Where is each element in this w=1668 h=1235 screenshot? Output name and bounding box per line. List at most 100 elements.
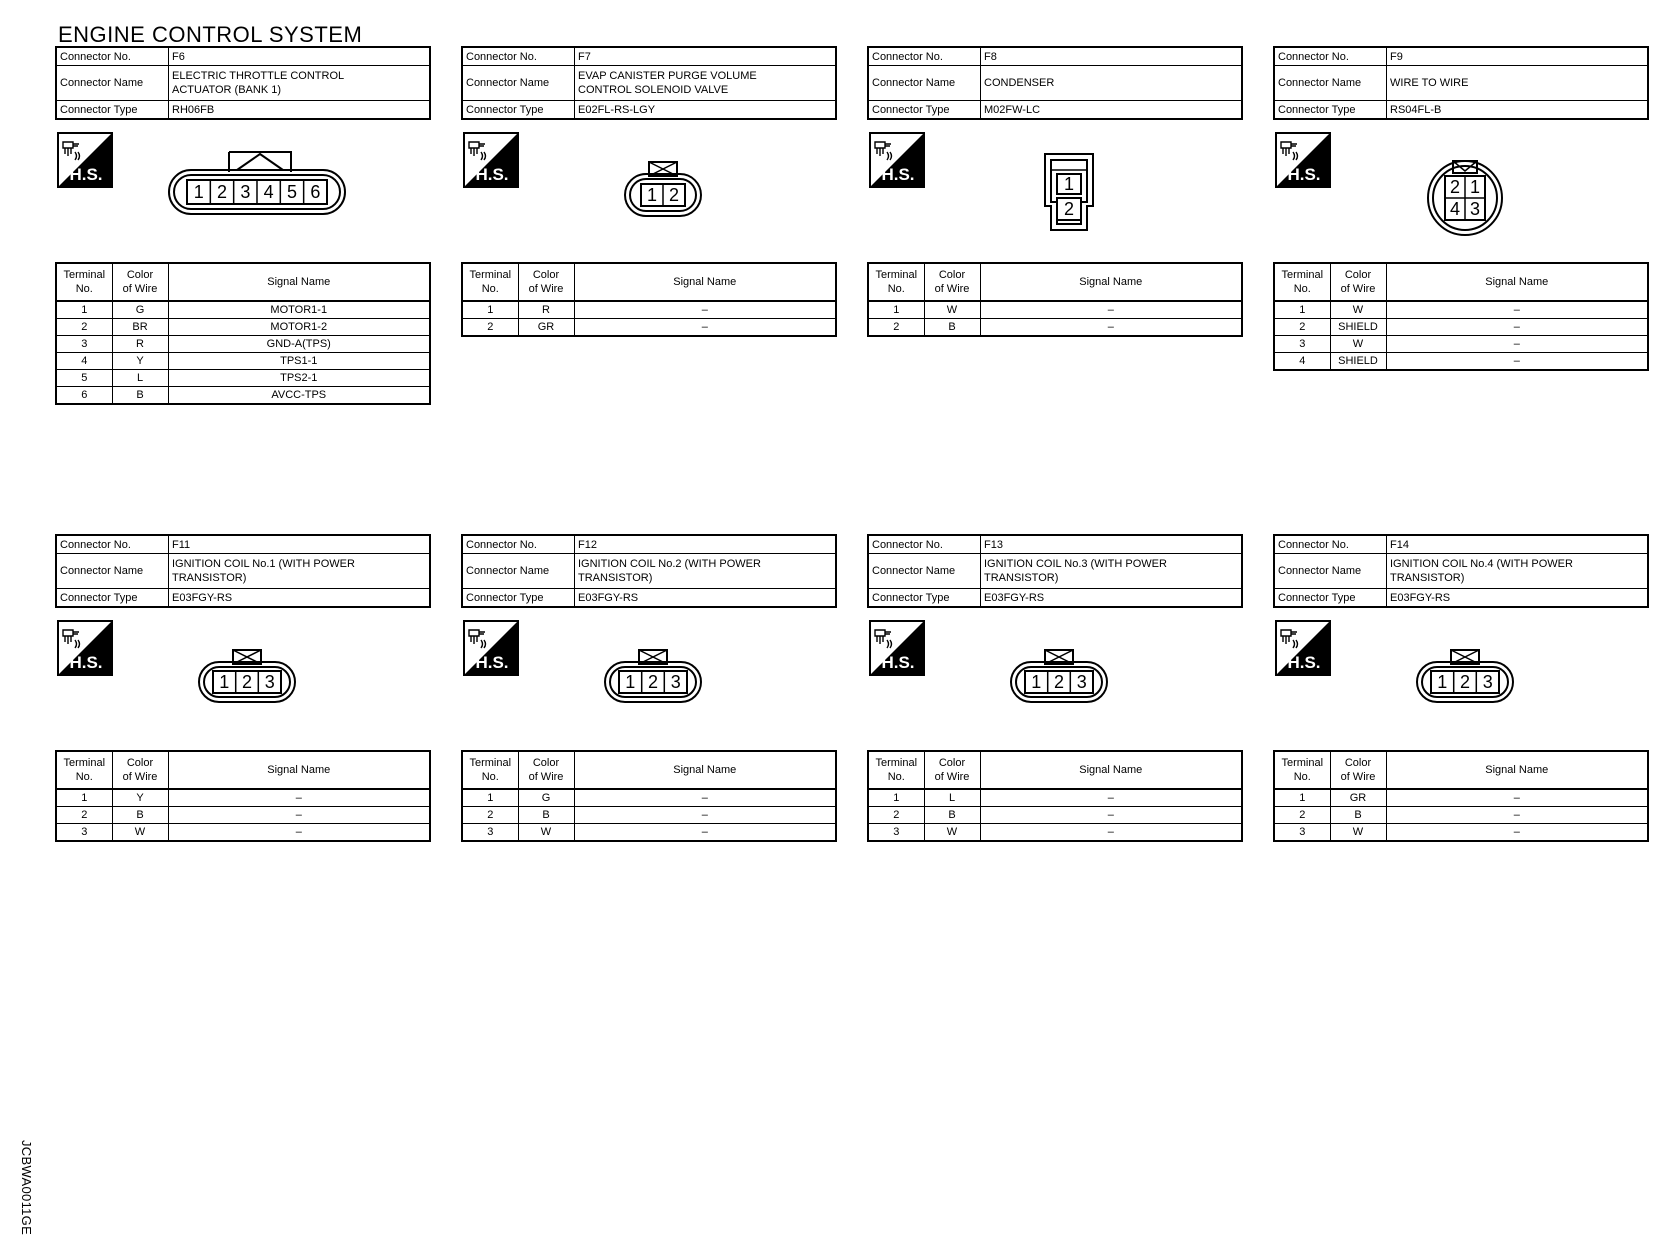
connector-name-label: Connector Name xyxy=(55,65,169,101)
signal-name: – xyxy=(1385,806,1649,824)
color-header-line2: of Wire xyxy=(1340,771,1376,783)
terminal-no: 2 xyxy=(461,806,519,824)
wire-color: L xyxy=(111,369,169,387)
connector-block: Connector No. F9 Connector Name WIRE TO … xyxy=(1273,46,1649,371)
table-row: 4 SHIELD – xyxy=(1273,352,1649,371)
pin-number: 2 xyxy=(648,672,658,692)
terminal-no: 4 xyxy=(55,352,113,370)
pin-number: 5 xyxy=(287,182,297,202)
color-header-line1: Color xyxy=(126,757,154,769)
signal-name-header: Signal Name xyxy=(1385,750,1649,790)
color-header-line1: Color xyxy=(938,269,966,281)
connector-block: Connector No. F8 Connector Name CONDENSE… xyxy=(867,46,1243,337)
wire-color-header: Color of Wire xyxy=(923,262,981,302)
signal-name-header: Signal Name xyxy=(167,262,431,302)
connector-name: WIRE TO WIRE xyxy=(1386,65,1649,101)
terminal-no: 1 xyxy=(867,788,925,807)
pin-number: 3 xyxy=(671,672,681,692)
signal-name: – xyxy=(167,806,431,824)
terminal-header-line2: No. xyxy=(481,283,499,295)
pin-number: 2 xyxy=(1064,199,1074,219)
table-header-row: Terminal No. Color of Wire Signal Name xyxy=(867,262,1243,302)
wire-color: R xyxy=(111,335,169,353)
terminal-header-line2: No. xyxy=(887,283,905,295)
connector-no: F13 xyxy=(980,534,1243,554)
pin-number: 3 xyxy=(240,182,250,202)
color-header-line1: Color xyxy=(532,757,560,769)
terminal-header-line1: Terminal xyxy=(875,269,918,281)
signal-name: MOTOR1-1 xyxy=(167,300,431,319)
wire-color: SHIELD xyxy=(1329,318,1387,336)
connector-no-label: Connector No. xyxy=(867,46,981,66)
color-header-line1: Color xyxy=(126,269,154,281)
pin-number: 3 xyxy=(1470,199,1480,219)
terminal-no: 1 xyxy=(55,788,113,807)
connector-name-line2: TRANSISTOR) xyxy=(172,572,247,584)
connector-header-table: Connector No. F9 Connector Name WIRE TO … xyxy=(1273,46,1649,120)
signal-name-header: Signal Name xyxy=(573,750,837,790)
terminal-no: 5 xyxy=(55,369,113,387)
connector-header-table: Connector No. F8 Connector Name CONDENSE… xyxy=(867,46,1243,120)
terminal-no: 3 xyxy=(867,823,925,842)
terminal-no: 3 xyxy=(55,823,113,842)
terminal-no-header: Terminal No. xyxy=(1273,262,1331,302)
connector-header-table: Connector No. F6 Connector Name ELECTRIC… xyxy=(55,46,431,120)
hs-label: H.S. xyxy=(475,653,508,672)
wire-color: SHIELD xyxy=(1329,352,1387,371)
harness-side-icon: H.S. xyxy=(1275,132,1331,188)
signal-name-header: Signal Name xyxy=(573,262,837,302)
signal-name: – xyxy=(573,318,837,337)
connector-no-label: Connector No. xyxy=(867,534,981,554)
pin-number: 2 xyxy=(1460,672,1470,692)
table-row: 2 B – xyxy=(1273,806,1649,824)
connector-face-icon: 12 xyxy=(1044,153,1094,231)
connector-no: F12 xyxy=(574,534,837,554)
terminal-header-line1: Terminal xyxy=(1281,757,1324,769)
table-row: 1 L – xyxy=(867,788,1243,807)
connector-type-label: Connector Type xyxy=(461,588,575,608)
terminal-header-line1: Terminal xyxy=(63,757,106,769)
connector-type-label: Connector Type xyxy=(867,100,981,120)
color-header-line1: Color xyxy=(938,757,966,769)
signal-name: – xyxy=(1385,318,1649,336)
terminal-header-line1: Terminal xyxy=(469,757,512,769)
connector-name-line1: CONDENSER xyxy=(984,77,1055,89)
hs-label: H.S. xyxy=(1287,165,1320,184)
connector-type: E02FL-RS-LGY xyxy=(574,100,837,120)
table-header-row: Terminal No. Color of Wire Signal Name xyxy=(461,750,837,790)
terminal-no: 2 xyxy=(55,806,113,824)
table-row: 1 G MOTOR1-1 xyxy=(55,300,431,319)
connector-type: RS04FL-B xyxy=(1386,100,1649,120)
terminal-no-header: Terminal No. xyxy=(867,262,925,302)
pin-number: 2 xyxy=(242,672,252,692)
terminal-no: 2 xyxy=(461,318,519,337)
pin-number: 3 xyxy=(265,672,275,692)
connector-name: EVAP CANISTER PURGE VOLUME CONTROL SOLEN… xyxy=(574,65,837,101)
terminal-table: Terminal No. Color of Wire Signal Name 1… xyxy=(867,262,1243,337)
terminal-no-header: Terminal No. xyxy=(461,750,519,790)
table-row: 3 W – xyxy=(55,823,431,842)
wire-color: L xyxy=(923,788,981,807)
table-row: 3 W – xyxy=(867,823,1243,842)
wire-color-header: Color of Wire xyxy=(517,750,575,790)
wire-color-header: Color of Wire xyxy=(1329,750,1387,790)
connector-name-label: Connector Name xyxy=(867,65,981,101)
terminal-no-header: Terminal No. xyxy=(1273,750,1331,790)
connector-name-line1: EVAP CANISTER PURGE VOLUME xyxy=(578,70,757,82)
table-row: 2 SHIELD – xyxy=(1273,318,1649,336)
terminal-table: Terminal No. Color of Wire Signal Name 1… xyxy=(1273,750,1649,842)
connector-block: Connector No. F7 Connector Name EVAP CAN… xyxy=(461,46,837,337)
connector-type-label: Connector Type xyxy=(1273,100,1387,120)
color-header-line2: of Wire xyxy=(934,771,970,783)
signal-name: – xyxy=(1385,823,1649,842)
hs-label: H.S. xyxy=(1287,653,1320,672)
signal-name: – xyxy=(1385,788,1649,807)
signal-name: GND-A(TPS) xyxy=(167,335,431,353)
connector-header-table: Connector No. F11 Connector Name IGNITIO… xyxy=(55,534,431,608)
wire-color: B xyxy=(923,806,981,824)
color-header-line2: of Wire xyxy=(122,283,158,295)
pin-number: 4 xyxy=(1450,199,1460,219)
